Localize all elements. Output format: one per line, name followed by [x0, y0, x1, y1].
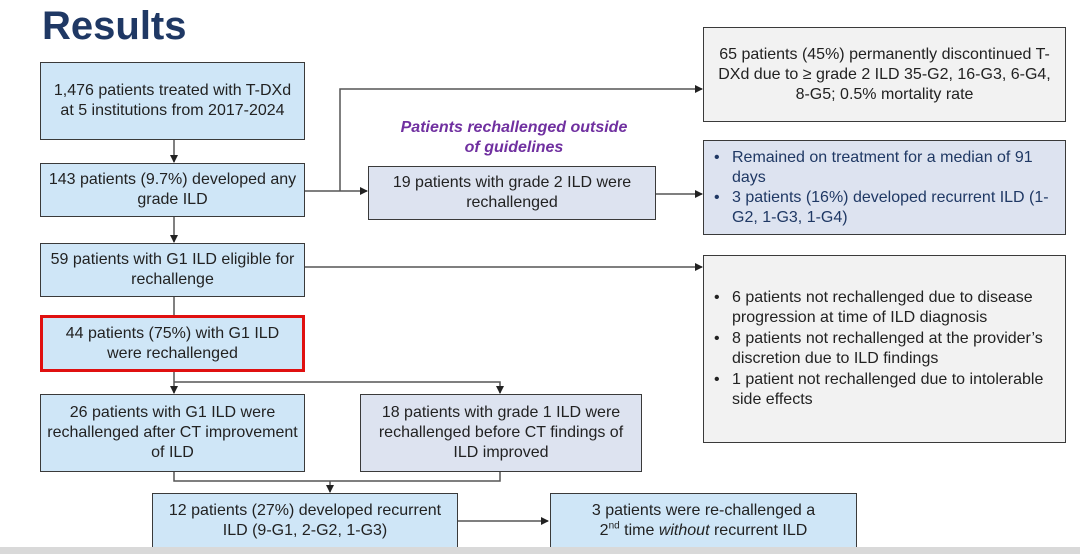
box-discontinued: 65 patients (45%) permanently discontinu… — [703, 27, 1066, 122]
box-not-rechallenged: 6 patients not rechallenged due to disea… — [703, 255, 1066, 443]
box-recurrent-ild: 12 patients (27%) developed recurrent IL… — [152, 493, 458, 549]
note-line-2: of guidelines — [464, 139, 564, 156]
note-line-1: Patients rechallenged outside — [400, 119, 628, 136]
box-treated-patients: 1,476 patients treated with T-DXd at 5 i… — [40, 62, 305, 140]
connector-merge — [173, 472, 501, 482]
grade2-outcome-item: 3 patients (16%) developed recurrent ILD… — [710, 188, 1059, 228]
second-rechallenge-suffix: recurrent ILD — [709, 522, 808, 539]
box-grade2-rechallenged: 19 patients with grade 2 ILD were rechal… — [368, 166, 656, 220]
box-any-grade-ild: 143 patients (9.7%) developed any grade … — [40, 163, 305, 217]
box-before-ct-improvement: 18 patients with grade 1 ILD were rechal… — [360, 394, 642, 472]
footer-divider — [0, 547, 1080, 554]
second-rechallenge-emphasis: without — [658, 522, 710, 539]
second-rechallenge-ordinal: nd — [608, 520, 620, 532]
second-rechallenge-prefix: 3 patients were re-challenged a — [591, 502, 816, 519]
outside-guidelines-note: Patients rechallenged outside of guideli… — [370, 118, 658, 158]
not-rechallenged-item: 1 patient not rechallenged due to intole… — [710, 370, 1059, 410]
box-g1-rechallenged: 44 patients (75%) with G1 ILD were recha… — [40, 315, 305, 372]
grade2-outcomes-list: Remained on treatment for a median of 91… — [710, 148, 1059, 228]
not-rechallenged-list: 6 patients not rechallenged due to disea… — [710, 288, 1059, 411]
not-rechallenged-item: 6 patients not rechallenged due to disea… — [710, 288, 1059, 328]
second-rechallenge-number: 2 — [599, 522, 609, 539]
box-second-rechallenge: 3 patients were re-challenged a 2nd time… — [550, 493, 857, 549]
connector-rechallenged-to-before-ct — [174, 381, 504, 394]
second-rechallenge-mid: time — [619, 522, 659, 539]
not-rechallenged-item: 8 patients not rechallenged at the provi… — [710, 329, 1059, 369]
box-grade2-outcomes: Remained on treatment for a median of 91… — [703, 140, 1066, 235]
connector-to-discontinued — [339, 85, 703, 191]
grade2-outcome-item: Remained on treatment for a median of 91… — [710, 148, 1059, 188]
page-title: Results — [42, 4, 187, 48]
box-g1-eligible: 59 patients with G1 ILD eligible for rec… — [40, 243, 305, 297]
box-after-ct-improvement: 26 patients with G1 ILD were rechallenge… — [40, 394, 305, 472]
